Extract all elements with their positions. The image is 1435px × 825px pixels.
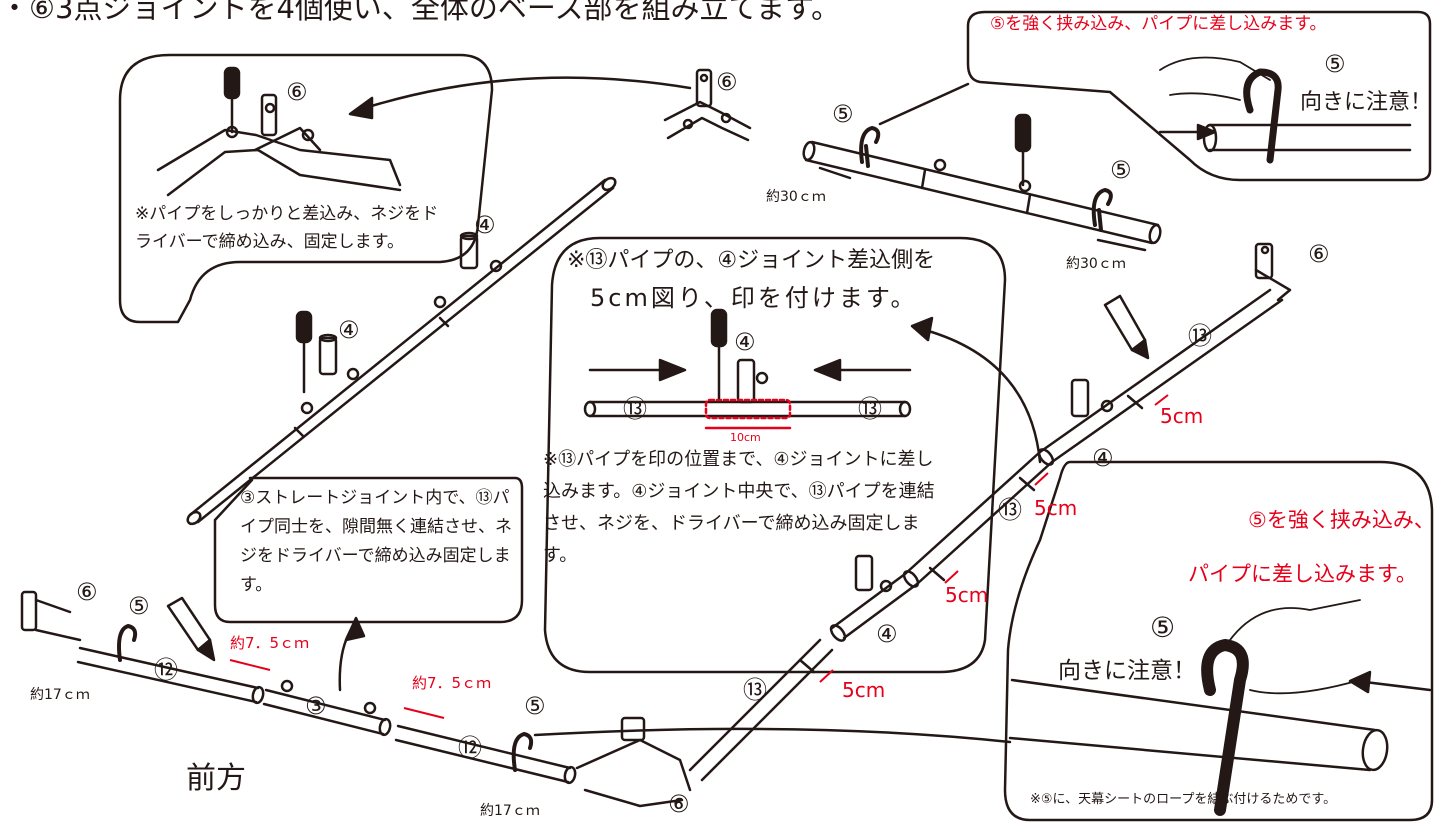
label-part-6-right: ⑥ xyxy=(1308,240,1330,268)
dimension-30cm-right: 約30ｃｍ xyxy=(1066,256,1126,272)
label-part-6-inset: ⑥ xyxy=(286,78,308,106)
joint-6-top xyxy=(663,68,752,142)
label-part-5-top: ⑤ xyxy=(832,100,854,128)
dimension-17cm-left: 約17ｃｍ xyxy=(30,687,90,703)
label-part-12-right: ⑫ xyxy=(458,734,482,762)
inset-clip-bottom-right xyxy=(1008,599,1432,816)
label-part-13-center-left: ⑬ xyxy=(623,395,647,423)
top-right-title: ⑤を強く挟み込み、パイプに差し込みます。 xyxy=(990,14,1327,34)
label-part-5-right: ⑤ xyxy=(1110,156,1132,184)
bottom-right-title-line1: ⑤を強く挟み込み、 xyxy=(1248,508,1435,532)
label-part-5-inset-top: ⑤ xyxy=(1324,50,1346,78)
label-part-6-bottom-left: ⑥ xyxy=(76,578,98,606)
dimension-30cm-left: 約30ｃｍ xyxy=(766,189,826,205)
dimension-17cm-right: 約17ｃｍ xyxy=(480,803,540,819)
label-part-13-right-upper: ⑬ xyxy=(1188,322,1212,350)
pipe-assembly-upper-left xyxy=(186,176,617,526)
label-part-5-inset-bottom: ⑤ xyxy=(1150,611,1176,644)
bottom-right-title-line2: パイプに差し込みます。 xyxy=(1188,562,1417,586)
caution-top-right: 向きに注意！ xyxy=(1300,90,1433,115)
dimension-7-5cm-left: 約7．5ｃｍ xyxy=(230,634,310,652)
dimension-7-5cm-right: 約7．5ｃｍ xyxy=(412,674,492,692)
center-title-line2: 5cm図り、印を付けます。 xyxy=(590,284,918,312)
center-title-line1: ※⑬パイプの、④ジョイント差込側を xyxy=(567,248,936,273)
label-part-6-top: ⑥ xyxy=(716,68,738,96)
pipe-assembly-bottom-left xyxy=(20,590,692,808)
dimension-10cm: 10cm xyxy=(730,431,761,444)
callout-bubble-bottom-right xyxy=(1003,460,1434,822)
pipe-assembly-top-right xyxy=(802,113,1162,245)
label-part-4-center: ④ xyxy=(734,328,756,356)
label-part-13-right-mid: ⑬ xyxy=(998,496,1022,524)
bottom-right-note: ※⑤に、天幕シートのロープを結ぶ付けるためです。 xyxy=(1030,792,1337,807)
caution-bottom-right: 向きに注意！ xyxy=(1058,658,1196,684)
left-mid-note: ③ストレートジョイント内で、⑬パイプ同士を、隙間無く連結させ、ネジをドライバーで… xyxy=(240,488,512,595)
label-part-12-left: ⑫ xyxy=(154,656,178,684)
callout-bubble-top-left xyxy=(118,53,494,324)
dimension-5cm-1: 5cm xyxy=(1160,404,1204,428)
label-part-13-lower: ⑬ xyxy=(743,676,767,704)
label-part-4-right: ④ xyxy=(1092,444,1114,472)
dimension-5cm-4: 5cm xyxy=(842,678,886,702)
label-part-4-upper: ④ xyxy=(474,211,496,239)
label-part-6-bottom: ⑥ xyxy=(668,790,690,818)
label-part-3: ③ xyxy=(305,692,327,720)
front-label: 前方 xyxy=(186,761,246,796)
label-part-4-middle: ④ xyxy=(338,316,360,344)
center-body: ※⑬パイプを印の位置まで、④ジョイントに差し込みます。④ジョイント中央で、⑬パイ… xyxy=(543,449,935,566)
inset-clip-top-right xyxy=(1158,56,1412,164)
inset-center-pipe xyxy=(583,308,912,430)
dimension-5cm-2: 5cm xyxy=(1034,496,1078,520)
callout-bubble-top-right xyxy=(966,10,1432,182)
label-part-4-lower: ④ xyxy=(876,620,898,648)
label-part-5-bottom-left: ⑤ xyxy=(128,592,150,620)
note-top-left: ※パイプをしっかりと差込み、ネジをドライバーで締め込み、固定します。 xyxy=(135,204,439,252)
inset-three-way-joint xyxy=(156,66,402,197)
callout-bubble-left-mid xyxy=(213,476,524,624)
label-part-5-bottom: ⑤ xyxy=(524,692,546,720)
pipe-assembly-right xyxy=(688,242,1292,782)
dimension-5cm-3: 5cm xyxy=(945,583,989,607)
callout-bubble-center xyxy=(543,236,1007,674)
page-title: ・⑥3点ジョイントを4個使い、全体のベース部を組み立てます。 xyxy=(0,0,841,25)
label-part-13-center-right: ⑬ xyxy=(858,395,882,423)
